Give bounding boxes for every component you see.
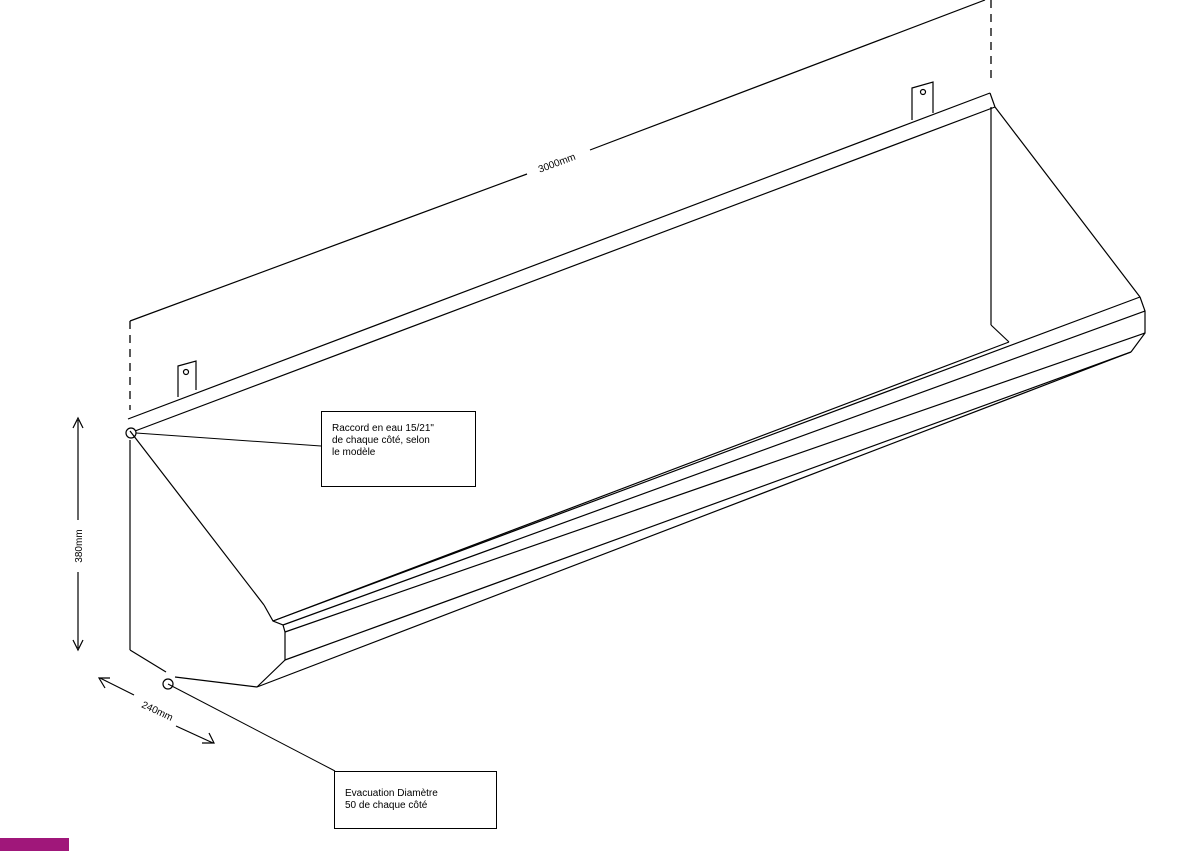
front-lip-mid [282,310,1146,626]
mounting-bracket-left [177,360,197,397]
right-end-slope [994,106,1141,298]
front-lip-lower [284,332,1146,633]
height-arrow-bottom [72,639,84,652]
height-dimension: 380mm [72,416,85,652]
length-dimension-line-left [129,173,528,322]
bracket-hole-left [182,368,190,376]
accent-bar [0,838,69,851]
drain-callout-leader [167,683,336,772]
back-rim-top [127,92,991,420]
callout-line: Evacuation Diamètre [345,788,438,799]
callout-line: le modèle [332,447,376,458]
height-dimension-label: 380mm [74,529,85,562]
depth-arrow-right [202,732,215,744]
callout-line: de chaque côté, selon [332,435,430,446]
bracket-hole-right [919,88,927,96]
height-arrow-top [72,416,84,429]
front-lip-top [272,296,1141,622]
drain-callout: Evacuation Diamètre 50 de chaque côté [334,771,497,829]
callout-line: Raccord en eau 15/21" [332,423,434,434]
callout-line: 50 de chaque côté [345,800,428,811]
length-dimension: 3000mm [129,0,992,410]
depth-dimension-label: 240mm [140,700,175,724]
left-end-front [256,604,286,688]
back-rim-bottom [134,106,996,432]
water-connection-callout: Raccord en eau 15/21" de chaque côté, se… [321,411,476,487]
length-dimension-label: 3000mm [537,152,577,176]
depth-arrow-left [97,677,110,689]
drain-pipe [162,678,174,690]
depth-dimension: 240mm [97,677,215,744]
right-end-front [1130,296,1146,353]
mounting-bracket-right [911,81,934,120]
front-face-bottom [284,351,1132,661]
length-dimension-line-right [589,0,986,151]
water-callout-leader [135,432,322,447]
trough-body [127,92,1146,688]
inner-floor-line [272,341,1010,622]
bottom-edge [256,351,1132,688]
left-end-slope [129,430,265,606]
